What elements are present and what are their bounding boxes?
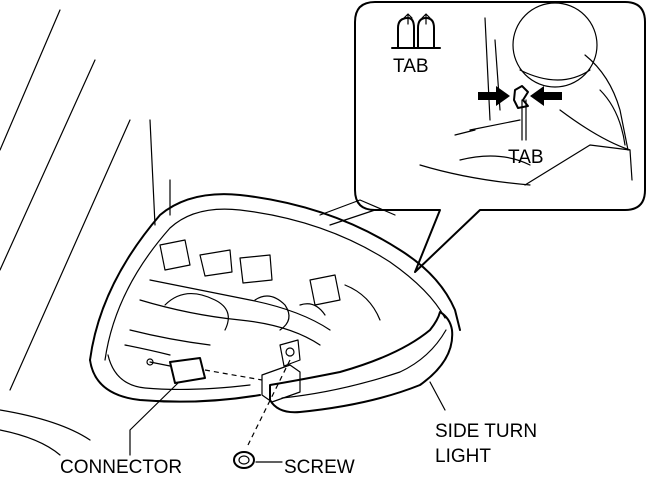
door-body-lines: [0, 9, 396, 456]
screw-label: SCREW: [284, 457, 355, 478]
side-turn-light-label-line1: SIDE TURN: [435, 421, 537, 442]
tab-press-arrows: [478, 86, 562, 106]
tab-symbol-icon: [391, 13, 441, 49]
connector-label: CONNECTOR: [60, 457, 182, 478]
tab-label-arrows: TAB: [508, 147, 544, 168]
detail-callout-bubble: [354, 1, 646, 273]
mirror-internal-frame: [124, 239, 381, 356]
screw-part: [233, 359, 291, 469]
leader-lines: [129, 381, 446, 463]
connector-part: [146, 357, 263, 384]
tab-label-top: TAB: [393, 56, 429, 77]
mirror-housing: [89, 193, 461, 403]
side-turn-light: [261, 311, 454, 414]
side-turn-light-label-line2: LIGHT: [435, 446, 491, 467]
